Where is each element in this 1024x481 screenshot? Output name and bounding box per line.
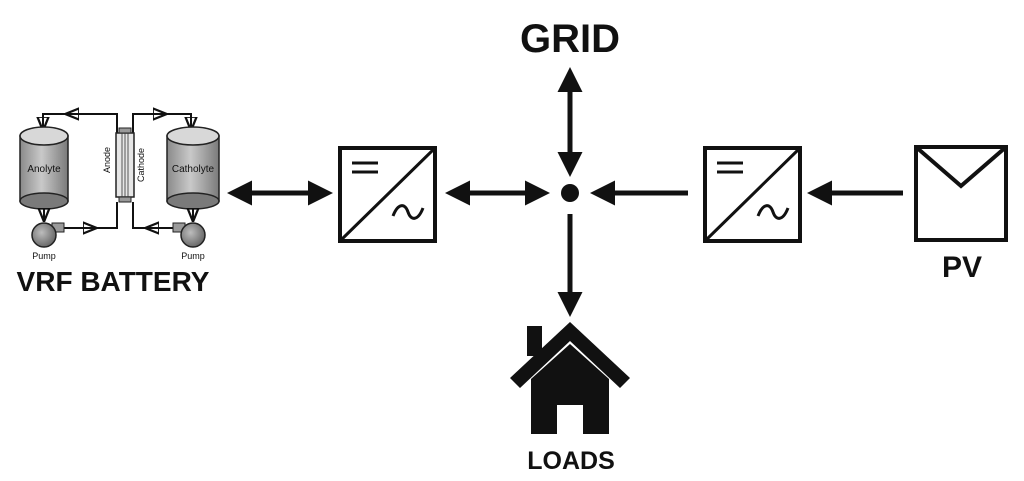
pump-left-label: Pump <box>32 251 56 261</box>
pump-right-icon <box>172 222 206 248</box>
cathode-label: Cathode <box>136 148 146 182</box>
cell-stack <box>115 127 135 203</box>
ac-symbol-icon <box>756 204 790 220</box>
battery-inverter <box>338 146 437 243</box>
catholyte-tank: Catholyte <box>166 126 220 210</box>
pump-left-icon <box>31 222 65 248</box>
pv-panel-icon <box>914 145 1008 242</box>
pump-right-label: Pump <box>181 251 205 261</box>
central-bus-node <box>561 184 579 202</box>
house-icon <box>510 322 630 434</box>
pv-label: PV <box>942 251 982 284</box>
vrf-battery-label: VRF BATTERY <box>17 266 210 297</box>
vrf-battery-schematic: Anolyte Catholyte Anode Cathode <box>19 114 220 261</box>
anolyte-label: Anolyte <box>27 164 61 175</box>
loads-label: LOADS <box>527 447 615 475</box>
anolyte-tank: Anolyte <box>19 126 69 210</box>
catholyte-label: Catholyte <box>172 164 215 175</box>
anode-label: Anode <box>102 147 112 173</box>
grid-label: GRID <box>520 17 620 61</box>
ac-symbol-icon <box>391 204 425 220</box>
pv-inverter <box>703 146 802 243</box>
